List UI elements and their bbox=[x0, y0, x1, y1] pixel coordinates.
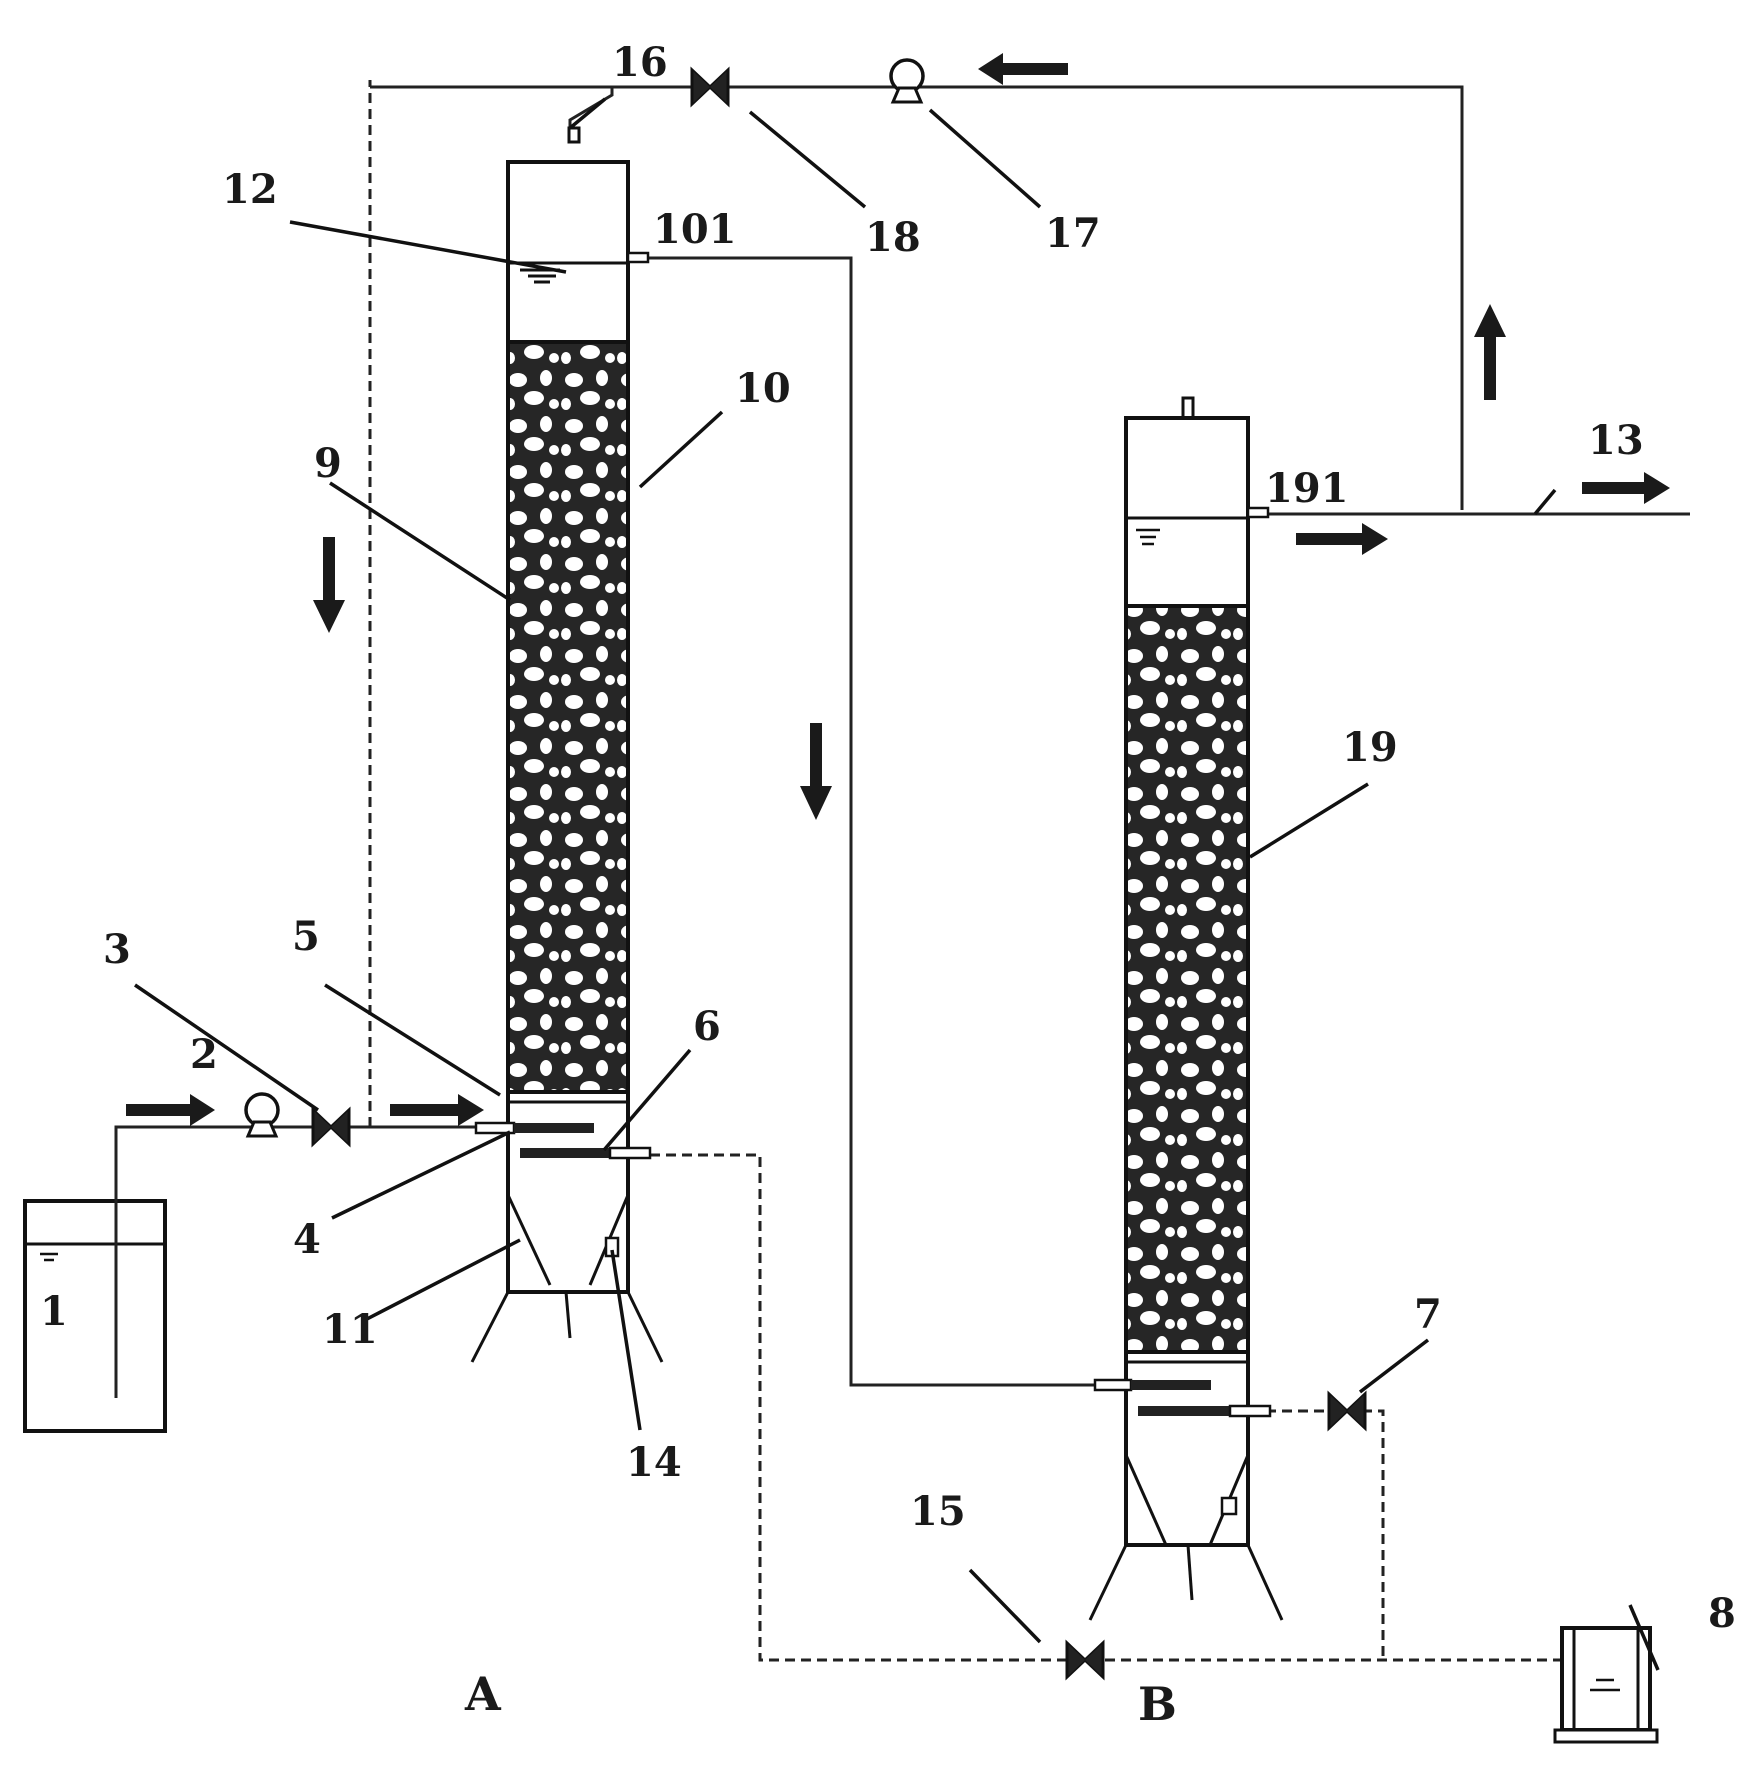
label-13: 13 bbox=[1588, 417, 1644, 464]
label-8: 8 bbox=[1708, 1590, 1736, 1637]
recirculation-valve-icon bbox=[690, 68, 730, 106]
leader-line bbox=[1533, 488, 1557, 516]
leader-line bbox=[568, 97, 607, 130]
leader-line bbox=[329, 481, 511, 602]
leader-line bbox=[610, 1249, 642, 1431]
label-19: 19 bbox=[1342, 724, 1398, 771]
label-1: 1 bbox=[40, 1288, 68, 1335]
flow-arrow-icon bbox=[390, 1094, 484, 1126]
label-2: 2 bbox=[190, 1031, 218, 1078]
leader-line bbox=[748, 110, 867, 209]
feed-valve-icon bbox=[311, 1108, 351, 1146]
flow-arrow-icon bbox=[978, 53, 1068, 85]
collection-box bbox=[1553, 1626, 1659, 1744]
label-101: 101 bbox=[653, 206, 737, 253]
leader-line bbox=[928, 108, 1042, 209]
sludge-valve-7-icon bbox=[1327, 1392, 1367, 1430]
label-6: 6 bbox=[693, 1003, 721, 1050]
leader-line bbox=[1358, 1338, 1430, 1394]
flow-arrow-icon bbox=[126, 1094, 215, 1126]
flow-arrow-icon bbox=[800, 723, 832, 820]
label-12: 12 bbox=[222, 166, 278, 213]
label-5: 5 bbox=[292, 913, 320, 960]
label-7: 7 bbox=[1414, 1291, 1442, 1338]
leader-lines bbox=[134, 97, 1660, 1671]
transfer-line bbox=[630, 256, 1095, 1387]
leader-line bbox=[289, 220, 567, 274]
reactor-a bbox=[470, 126, 664, 1363]
reactor-b bbox=[1088, 396, 1284, 1621]
label-191: 191 bbox=[1265, 465, 1349, 512]
flow-arrows bbox=[126, 53, 1670, 1126]
flow-arrow-icon bbox=[1296, 523, 1388, 555]
feed-pump-icon bbox=[244, 1092, 280, 1138]
feed-tank bbox=[23, 1140, 167, 1433]
unit-label-b: B bbox=[1138, 1677, 1177, 1731]
sludge-line bbox=[650, 1153, 1655, 1662]
label-4: 4 bbox=[293, 1216, 321, 1263]
leader-line bbox=[602, 1048, 692, 1152]
flow-arrow-icon bbox=[313, 537, 345, 633]
label-17: 17 bbox=[1045, 210, 1101, 257]
leader-line bbox=[324, 983, 501, 1097]
leader-line bbox=[331, 1130, 511, 1220]
unit-label-a: A bbox=[464, 1667, 502, 1721]
leader-line bbox=[134, 983, 319, 1112]
label-16: 16 bbox=[612, 39, 668, 86]
label-15: 15 bbox=[910, 1488, 966, 1535]
leader-line bbox=[968, 1568, 1042, 1644]
label-10: 10 bbox=[735, 365, 791, 412]
leader-line bbox=[1249, 782, 1369, 859]
leader-line bbox=[638, 410, 724, 489]
leader-line bbox=[1628, 1604, 1660, 1671]
leader-line bbox=[364, 1238, 521, 1322]
feed-line bbox=[114, 80, 505, 1140]
part-labels: 1 2 3 4 5 6 7 8 9 10 11 12 13 14 15 16 1… bbox=[40, 39, 1736, 1731]
label-11: 11 bbox=[322, 1306, 378, 1353]
flow-arrow-icon bbox=[1474, 304, 1506, 400]
sludge-valve-15-icon bbox=[1065, 1641, 1105, 1679]
packing-media-b bbox=[1124, 604, 1250, 1354]
label-9: 9 bbox=[314, 440, 342, 487]
flow-arrow-icon bbox=[1582, 472, 1670, 504]
label-3: 3 bbox=[103, 926, 131, 973]
packing-media-a bbox=[506, 340, 630, 1094]
label-18: 18 bbox=[865, 214, 921, 261]
recirculation-pump-icon bbox=[889, 58, 925, 104]
label-14: 14 bbox=[626, 1439, 682, 1486]
